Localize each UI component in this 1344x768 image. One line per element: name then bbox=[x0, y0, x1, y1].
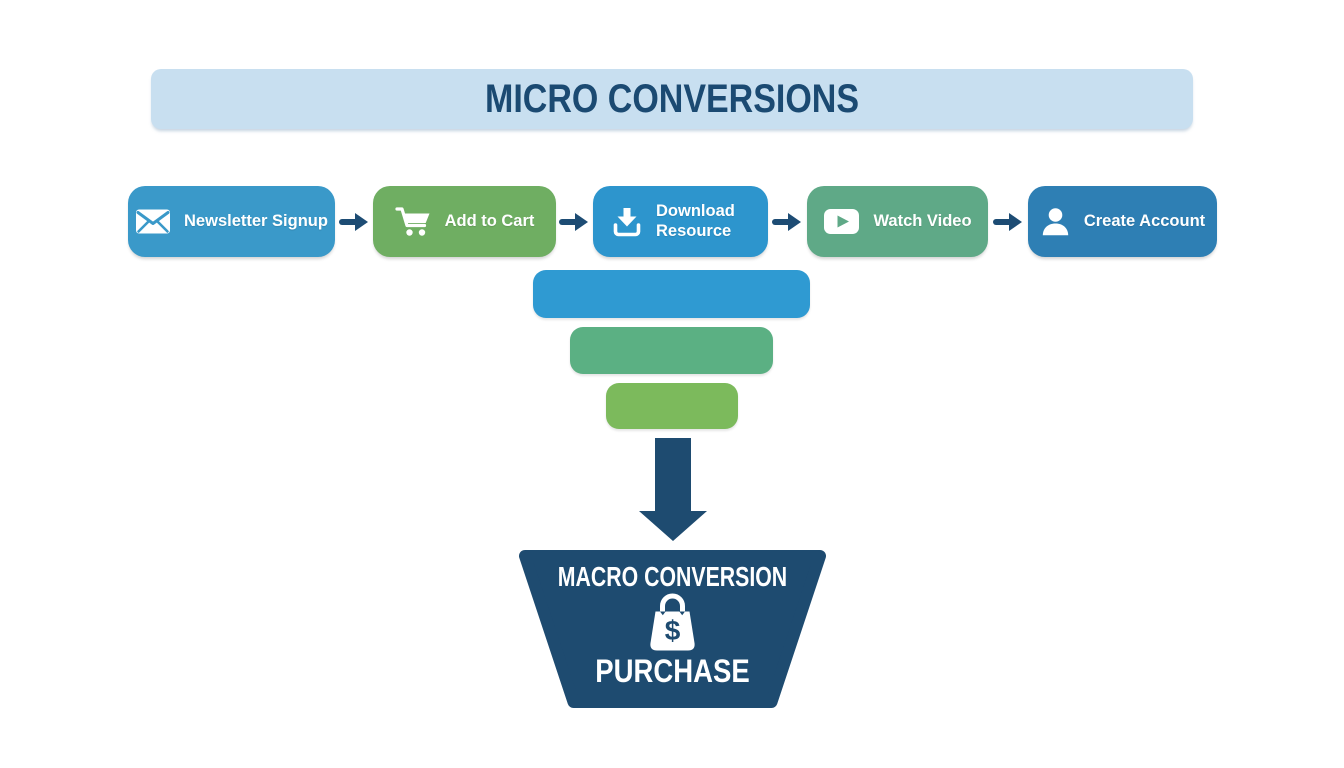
download-icon bbox=[613, 207, 641, 236]
header-banner: MICRO CONVERSIONS bbox=[151, 69, 1193, 129]
right-arrow-icon bbox=[559, 213, 588, 231]
step-download-resource: Download Resource bbox=[593, 186, 768, 257]
funnel-bar-top bbox=[533, 270, 810, 318]
macro-conversion-label: PURCHASE bbox=[595, 653, 750, 689]
step-create-account: Create Account bbox=[1028, 186, 1217, 257]
page-title: MICRO CONVERSIONS bbox=[484, 76, 860, 121]
step-label: Download Resource bbox=[656, 202, 735, 240]
step-label: Add to Cart bbox=[444, 212, 535, 230]
step-add-to-cart: Add to Cart bbox=[373, 186, 556, 257]
step-label: Watch Video bbox=[873, 212, 972, 230]
down-arrow-icon bbox=[639, 438, 707, 541]
funnel-bar-bottom bbox=[606, 383, 738, 429]
right-arrow-icon bbox=[339, 213, 368, 231]
envelope-icon bbox=[136, 209, 171, 234]
video-icon bbox=[824, 209, 860, 234]
funnel-bar-middle bbox=[570, 327, 773, 374]
right-arrow-icon bbox=[772, 213, 801, 231]
step-newsletter-signup: Newsletter Signup bbox=[128, 186, 335, 257]
cart-icon bbox=[394, 207, 430, 236]
right-arrow-icon bbox=[993, 213, 1022, 231]
shopping-bag-icon: $ bbox=[650, 593, 695, 651]
dollar-sign: $ bbox=[665, 615, 681, 646]
macro-conversion-heading: MACRO CONVERSION bbox=[557, 561, 788, 592]
step-label: Newsletter Signup bbox=[184, 212, 328, 230]
step-watch-video: Watch Video bbox=[807, 186, 988, 257]
person-icon bbox=[1042, 208, 1069, 236]
step-label: Create Account bbox=[1083, 212, 1206, 230]
